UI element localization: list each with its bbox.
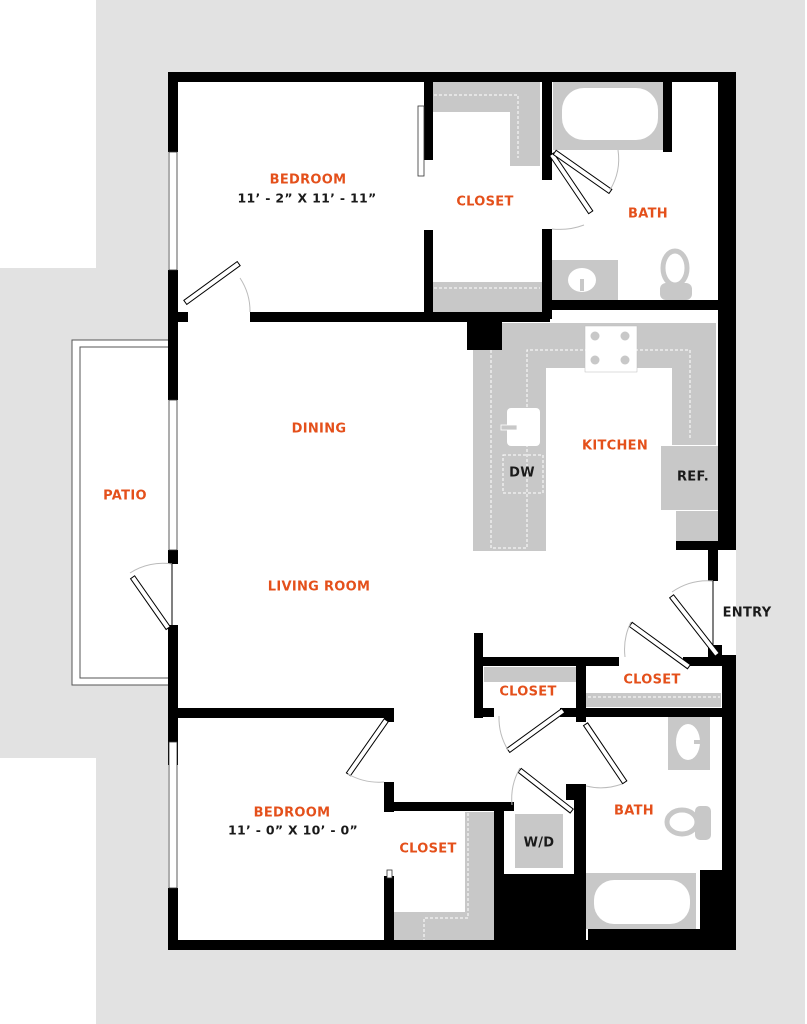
room-label-bath1: BATH xyxy=(628,206,668,222)
window xyxy=(168,741,178,889)
washer-dryer xyxy=(515,814,563,868)
door-bath2 xyxy=(582,722,628,789)
window xyxy=(168,151,178,271)
room-label-entry: ENTRY xyxy=(722,605,772,621)
room-dimensions-bedroom1: 11’ - 2” X 11’ - 11” xyxy=(237,190,377,206)
window xyxy=(417,105,425,177)
window xyxy=(386,869,393,879)
closet-shelf xyxy=(586,693,721,707)
room-label-closet1: CLOSET xyxy=(456,194,514,210)
dishwasher xyxy=(502,454,544,494)
door-closet3 xyxy=(624,621,692,670)
room-label-bedroom1: BEDROOM xyxy=(269,172,347,188)
door-bedroom2 xyxy=(345,718,390,783)
door-patio xyxy=(129,562,173,631)
sink xyxy=(676,724,700,760)
kitchen-sink xyxy=(507,408,540,446)
room-label-closet2: CLOSET xyxy=(499,684,557,700)
room-label-dining: DINING xyxy=(291,421,347,437)
window xyxy=(168,399,178,551)
door-bedroom1 xyxy=(183,260,251,313)
door-laundry xyxy=(511,767,574,814)
room-label-living-room: LIVING ROOM xyxy=(267,579,371,595)
door-entry xyxy=(668,580,720,657)
appliance-label-washer-dryer: W/D xyxy=(523,835,555,851)
closet-shelf xyxy=(432,282,542,312)
appliance-label-refrigerator: REF. xyxy=(677,469,709,485)
fixture-details xyxy=(423,88,720,942)
appliance-label-dishwasher: DW xyxy=(509,465,535,481)
room-label-closet3: CLOSET xyxy=(623,672,681,688)
room-label-bedroom2: BEDROOM xyxy=(253,805,331,821)
walls xyxy=(168,72,736,950)
door-bath1 xyxy=(552,149,620,195)
room-label-closet4: CLOSET xyxy=(399,841,457,857)
closet-shelf xyxy=(394,812,495,942)
room-label-patio: PATIO xyxy=(103,488,147,504)
bathtub xyxy=(594,880,690,924)
kitchen-counter xyxy=(676,511,726,541)
door-closet2 xyxy=(498,707,566,754)
closet-shelf xyxy=(484,667,576,682)
doors xyxy=(129,149,720,814)
room-label-bath2: BATH xyxy=(614,803,654,819)
door-closet1 xyxy=(548,152,594,230)
room-label-kitchen: KITCHEN xyxy=(581,438,649,454)
kitchen-counter xyxy=(473,323,716,551)
refrigerator xyxy=(661,446,727,510)
windows xyxy=(168,105,425,889)
room-dimensions-bedroom2: 11’ - 0” X 10’ - 0” xyxy=(228,822,358,838)
bathtub xyxy=(562,88,658,140)
closet-shelf xyxy=(432,82,540,166)
